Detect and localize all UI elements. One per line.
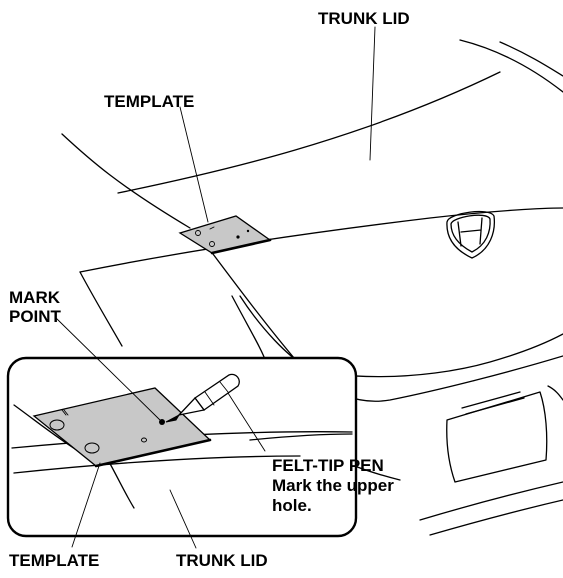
leader-felt-tip-pen <box>227 392 266 452</box>
left-quarter-panel <box>61 133 191 229</box>
template-plate-top-edge <box>210 238 272 255</box>
leader-mark-point <box>55 317 163 423</box>
label-mark-point-line1: MARK <box>9 288 61 307</box>
felt-tip-pen-icon <box>165 373 240 423</box>
inset-right-line <box>249 433 353 441</box>
label-felt-tip-instruction-2: hole. <box>272 496 312 515</box>
roof-line <box>499 41 563 77</box>
label-trunk-lid-top: TRUNK LID <box>318 9 410 28</box>
leader-lines <box>55 26 376 549</box>
template-plate-inset-edge <box>94 438 212 468</box>
inset-hole-small <box>141 437 147 443</box>
rear-window-edge <box>459 39 563 93</box>
detail-inset <box>6 356 358 538</box>
inset-hole-left <box>49 419 65 431</box>
leader-template-top <box>179 106 209 223</box>
trunk-lid-lower-contour <box>79 271 123 347</box>
bumper-right-corner <box>547 385 563 401</box>
inset-notch <box>61 409 69 416</box>
template-notch <box>209 226 215 230</box>
label-template-top: TEMPLATE <box>104 92 194 111</box>
label-mark-point-line2: POINT <box>9 307 62 326</box>
license-plate-lamp-b <box>465 397 525 415</box>
template-hole-c <box>246 229 250 233</box>
label-felt-tip-pen: FELT-TIP PEN <box>272 456 384 475</box>
labels: TRUNK LID TEMPLATE MARK POINT FELT-TIP P… <box>9 9 410 570</box>
template-hole-b <box>209 241 215 247</box>
inset-trunk-lower <box>13 455 301 474</box>
template-plate-top <box>178 215 272 254</box>
bumper-bottom-line <box>429 499 563 536</box>
template-mark-dot <box>236 235 240 239</box>
leader-trunk-lid-bottom <box>169 489 197 549</box>
trunk-opening-gap-inner <box>231 295 267 363</box>
trunk-lid-top-edge <box>117 71 501 194</box>
label-template-bottom: TEMPLATE <box>9 551 99 570</box>
label-felt-tip-instruction-1: Mark the upper <box>272 476 394 495</box>
honda-h-emblem-icon <box>446 210 496 259</box>
leader-trunk-lid-top <box>369 26 376 161</box>
inset-hole-lower <box>84 442 100 454</box>
template-hole-a <box>195 230 201 236</box>
inset-body-line <box>107 459 135 509</box>
license-plate-recess <box>446 391 548 483</box>
template-on-trunk <box>178 215 272 255</box>
leader-template-bottom <box>71 462 101 548</box>
trunk-lid-rear-edge <box>79 207 563 273</box>
license-plate-lamp <box>461 391 521 409</box>
bumper-lower-line <box>419 481 563 521</box>
label-trunk-lid-bottom: TRUNK LID <box>176 551 268 570</box>
